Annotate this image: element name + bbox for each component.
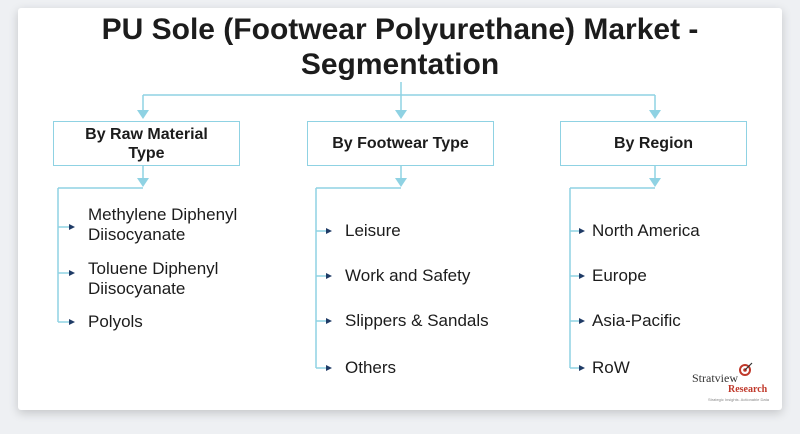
category-footwear-type-box: By Footwear Type <box>307 121 494 166</box>
diagram-card <box>18 8 782 410</box>
col3-bullet-4 <box>579 365 585 371</box>
category-region-label: By Region <box>613 135 694 152</box>
item-line: Diisocyanate <box>88 279 186 298</box>
col3-bullet-3 <box>579 318 585 324</box>
list-item: Leisure <box>345 221 401 240</box>
item-line: Diisocyanate <box>88 225 186 244</box>
col2-arrowhead <box>395 178 407 187</box>
category-raw-material-label: By Raw Material Type <box>85 125 208 162</box>
list-item: Methylene Diphenyl Diisocyanate <box>88 205 237 245</box>
col3-arrowhead <box>649 178 661 187</box>
title-line-2: Segmentation <box>300 48 500 81</box>
stratview-logo: Stratview Research Strategic Insights. A… <box>692 362 784 408</box>
list-item: Work and Safety <box>345 266 471 285</box>
title-line-1: PU Sole (Footwear Polyurethane) Market - <box>101 13 699 46</box>
list-item: North America <box>592 221 700 240</box>
logo-mark-icon <box>739 362 753 376</box>
col3-bullet-1 <box>579 228 585 234</box>
col2-bullet-4 <box>326 365 332 371</box>
logo-name: Stratview <box>692 371 738 385</box>
col1-arrowhead <box>137 178 149 187</box>
item-line: Methylene Diphenyl <box>88 205 238 224</box>
col1-bullet-3 <box>69 319 75 325</box>
item-line: Toluene Diphenyl <box>88 259 219 278</box>
logo-sub: Research <box>728 384 768 395</box>
col2-bullet-1 <box>326 228 332 234</box>
category-region-box: By Region <box>560 121 747 166</box>
col2-bullet-2 <box>326 273 332 279</box>
col1-bullet-1 <box>69 224 75 230</box>
arrowhead-col1 <box>137 110 149 119</box>
col1-bullet-2 <box>69 270 75 276</box>
item-line: Polyols <box>88 312 143 331</box>
arrowhead-col2 <box>395 110 407 119</box>
col3-bullet-2 <box>579 273 585 279</box>
category-raw-material-box: By Raw Material Type <box>53 121 240 166</box>
list-item: Others <box>345 358 397 377</box>
logo-tagline: Strategic Insights. Actionable Data <box>708 397 769 402</box>
list-item: Toluene Diphenyl Diisocyanate <box>88 259 218 299</box>
list-item: Polyols <box>88 312 143 332</box>
list-item: Europe <box>592 266 647 285</box>
list-item: Asia-Pacific <box>592 311 681 330</box>
col2-bullet-3 <box>326 318 332 324</box>
list-item: RoW <box>592 358 630 377</box>
category-footwear-type-label: By Footwear Type <box>332 135 469 152</box>
diagram-title: PU Sole (Footwear Polyurethane) Market -… <box>0 12 800 82</box>
list-item: Slippers & Sandals <box>345 311 489 330</box>
arrowhead-col3 <box>649 110 661 119</box>
